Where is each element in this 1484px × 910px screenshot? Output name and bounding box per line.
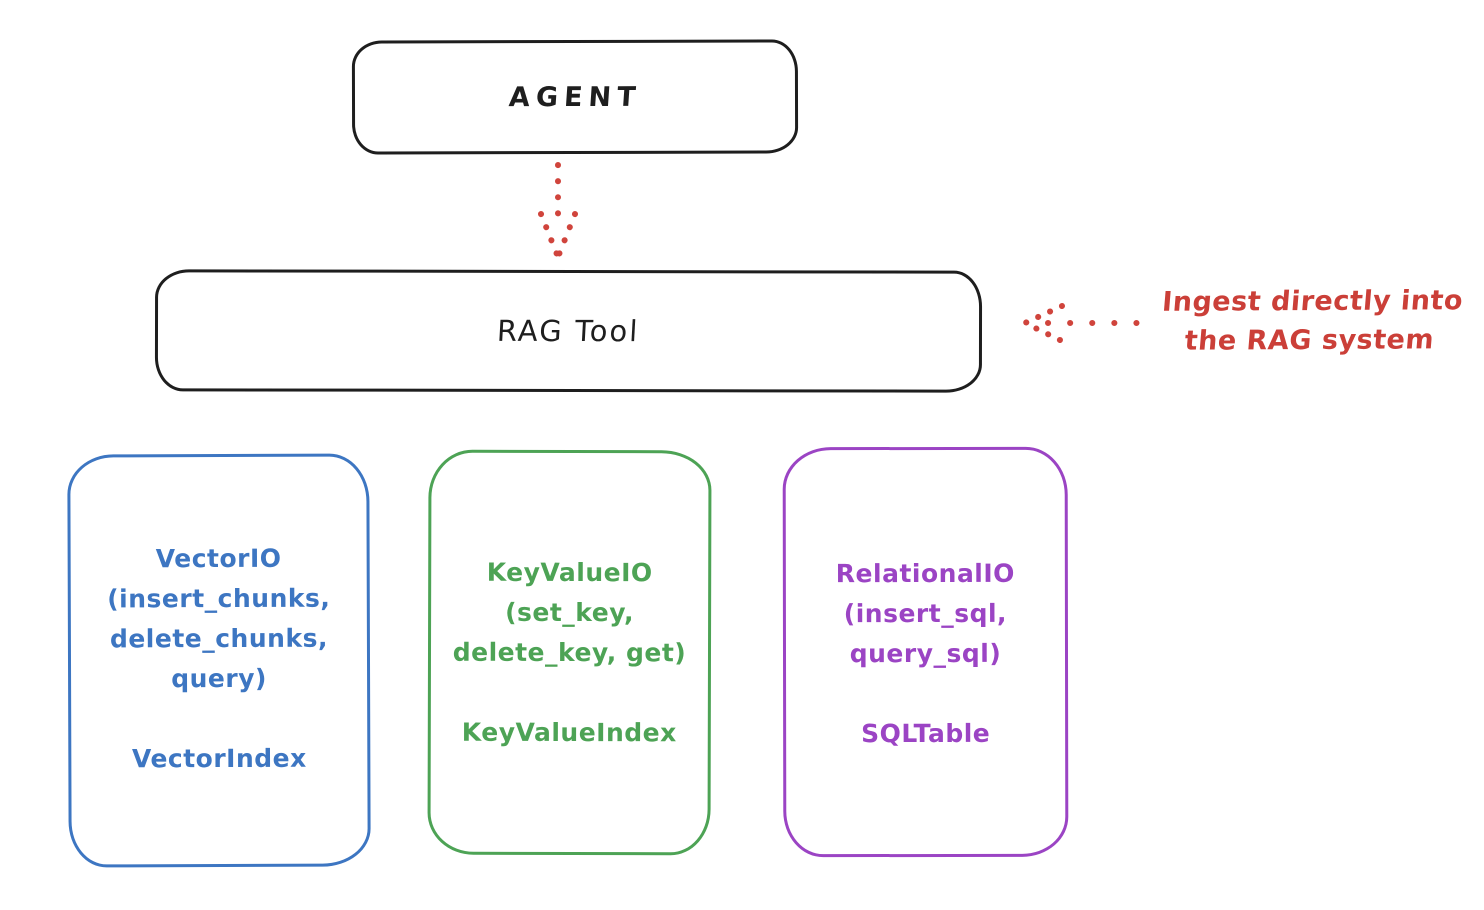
relational-io-line: query_sql)	[849, 638, 1002, 669]
arrow-agent-to-rag-icon	[538, 162, 578, 260]
agent-label: AGENT	[507, 81, 643, 113]
vector-io-description: VectorIO (insert_chunks, delete_chunks, …	[107, 539, 331, 700]
key-value-io-index-label: KeyValueIndex	[461, 717, 677, 748]
rag-tool-label: RAG Tool	[496, 313, 641, 349]
node-relational-io: RelationalIO (insert_sql, query_sql) SQL…	[782, 446, 1069, 858]
vector-io-index-label: VectorIndex	[131, 743, 307, 774]
vector-io-line: query)	[171, 663, 267, 694]
key-value-io-line: delete_key, get)	[452, 637, 687, 668]
vector-io-line: delete_chunks,	[109, 623, 328, 654]
ingest-annotation-line1: Ingest directly into	[1160, 285, 1465, 318]
node-rag-tool: RAG Tool	[154, 269, 983, 393]
key-value-io-description: KeyValueIO (set_key, delete_key, get)	[453, 553, 687, 674]
relational-io-line: (insert_sql,	[843, 598, 1008, 629]
key-value-io-line: KeyValueIO	[486, 557, 653, 588]
relational-io-description: RelationalIO (insert_sql, query_sql)	[836, 554, 1015, 674]
node-vector-io: VectorIO (insert_chunks, delete_chunks, …	[67, 453, 371, 868]
relational-io-table-label: SQLTable	[861, 718, 991, 749]
ingest-annotation: Ingest directly into the RAG system	[1135, 281, 1484, 361]
node-key-value-io: KeyValueIO (set_key, delete_key, get) Ke…	[427, 449, 712, 856]
vector-io-line: VectorIO	[155, 543, 282, 574]
vector-io-line: (insert_chunks,	[107, 583, 331, 614]
key-value-io-line: (set_key,	[505, 597, 635, 628]
node-agent: AGENT	[351, 39, 799, 155]
relational-io-line: RelationalIO	[835, 558, 1015, 589]
ingest-annotation-line2: the RAG system	[1183, 324, 1436, 357]
arrow-ingest-into-rag-icon	[1022, 303, 1143, 343]
